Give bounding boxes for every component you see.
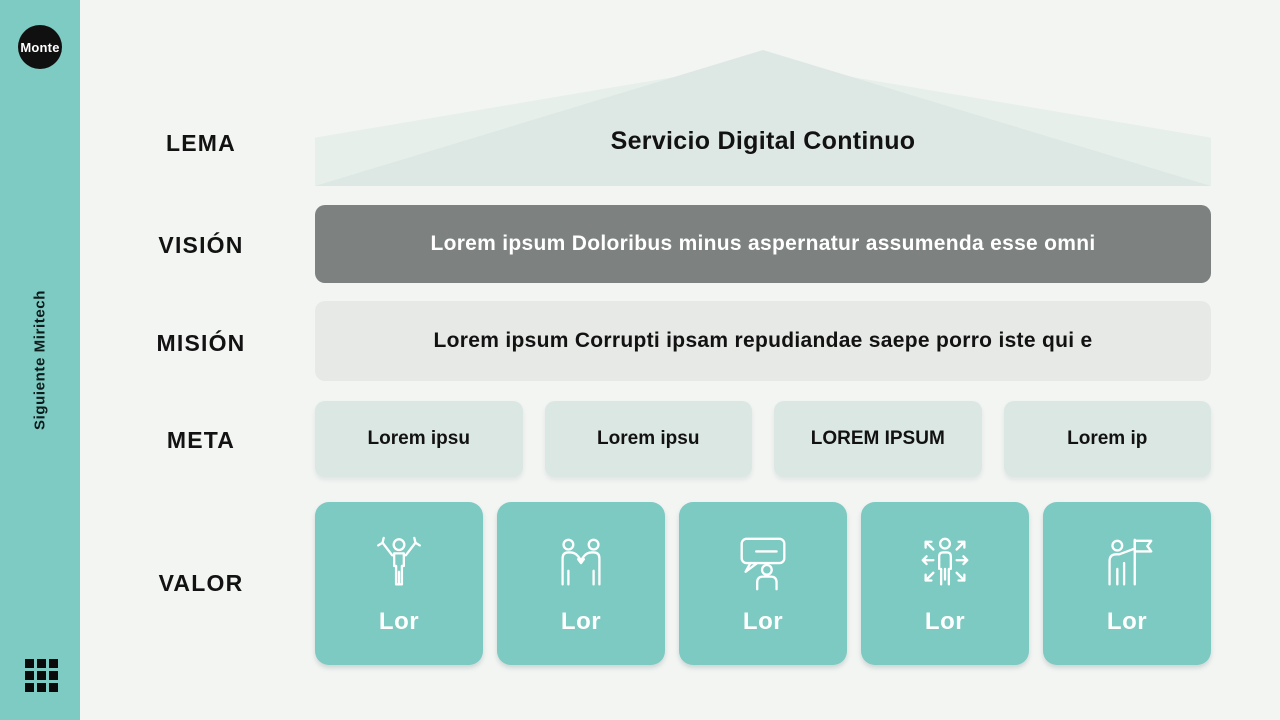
valor-box-label: Lor [742, 607, 784, 635]
brand-logo: Monte [18, 25, 62, 69]
sidebar: Monte Siguiente Miritech [0, 0, 80, 720]
speech-bubble-person-icon [740, 537, 786, 590]
meta-box: Lorem ipsu [315, 401, 523, 477]
grid-menu-icon[interactable] [25, 659, 58, 692]
mision-text: Lorem ipsum Corrupti ipsam repudiandae s… [433, 329, 1093, 352]
handshake-people-icon [561, 538, 601, 586]
outward-arrows-person-icon [921, 537, 969, 586]
valor-row: Lor Lor Lor [315, 502, 1211, 665]
flag-bearer-icon [1108, 538, 1153, 586]
valor-box-label: Lor [560, 607, 602, 635]
valor-box: Lor [679, 502, 847, 665]
slide-title: Servicio Digital Continuo [610, 127, 916, 155]
vision-bar: Lorem ipsum Doloribus minus aspernatur a… [315, 205, 1211, 283]
valor-label: VALOR [158, 570, 244, 596]
valor-box-label: Lor [378, 607, 420, 635]
vision-label: VISIÓN [158, 232, 244, 258]
meta-box: Lorem ipsu [544, 401, 752, 477]
valor-box-label: Lor [1106, 607, 1148, 635]
valor-box: Lor [497, 502, 665, 665]
meta-row: Lorem ipsu Lorem ipsu LOREM IPSUM Lorem … [315, 401, 1211, 477]
lema-label: LEMA [166, 130, 236, 156]
cheering-person-icon [377, 536, 421, 586]
meta-box: LOREM IPSUM [774, 401, 982, 477]
valor-box: Lor [315, 502, 483, 665]
mision-bar: Lorem ipsum Corrupti ipsam repudiandae s… [315, 301, 1211, 381]
valor-box-label: Lor [924, 607, 966, 635]
mision-label: MISIÓN [156, 330, 246, 356]
valor-box: Lor [1043, 502, 1211, 665]
next-slide-label[interactable]: Siguiente Miritech [31, 290, 49, 430]
valor-box: Lor [861, 502, 1029, 665]
brand-logo-text: Monte [20, 39, 60, 55]
vision-text: Lorem ipsum Doloribus minus aspernatur a… [430, 232, 1096, 255]
meta-label: META [166, 427, 236, 453]
meta-box: Lorem ip [1003, 401, 1211, 477]
